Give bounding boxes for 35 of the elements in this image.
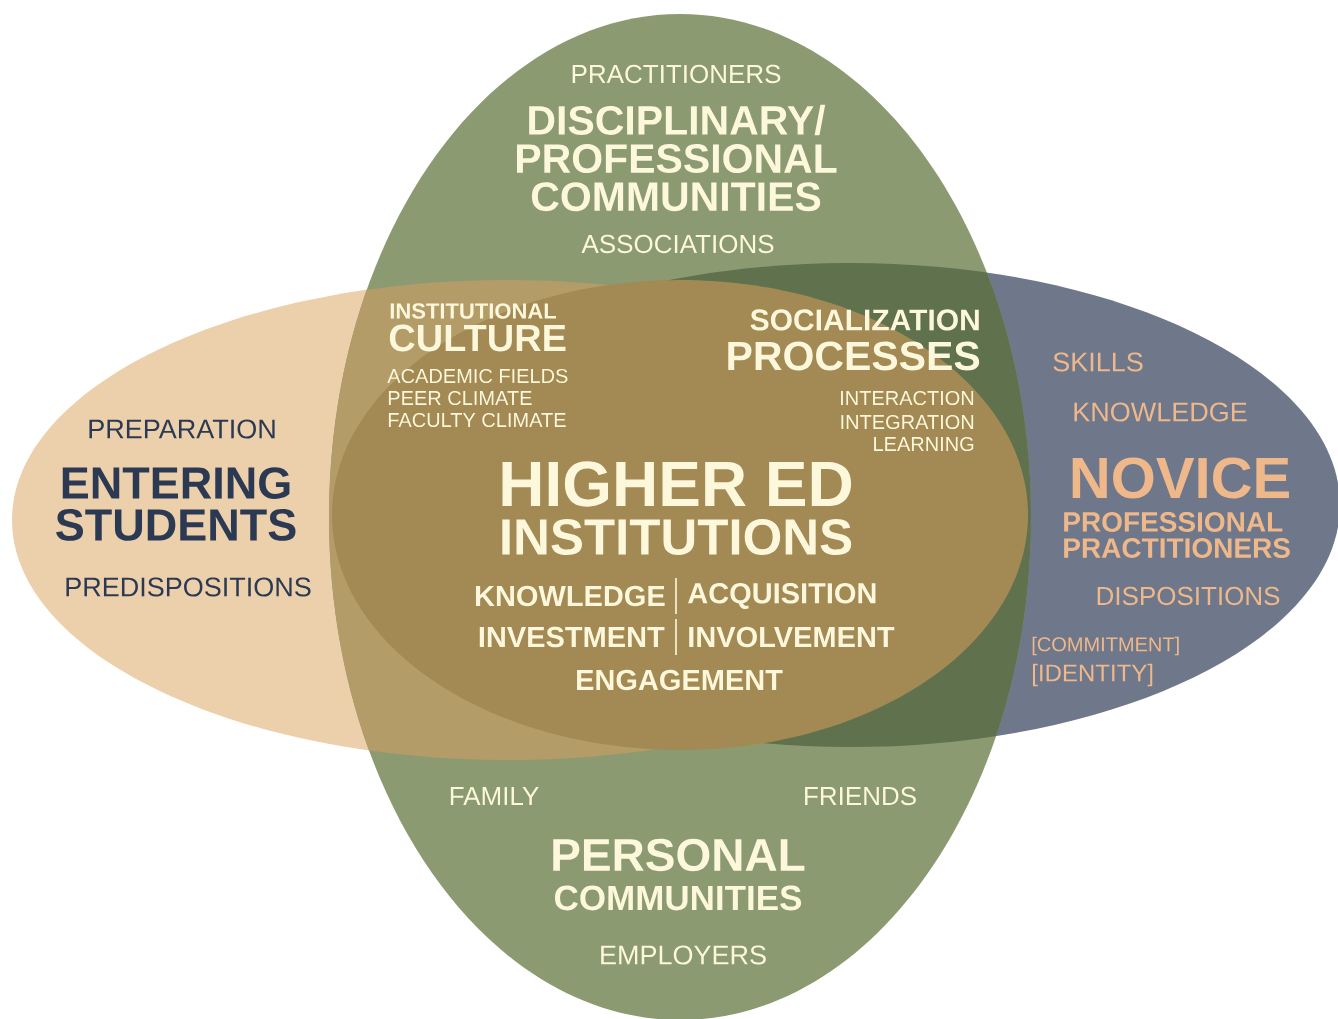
region-term: FAMILY <box>450 787 539 805</box>
region-term: PREDISPOSITIONS <box>66 577 311 597</box>
region-title: CULTURE <box>389 324 566 352</box>
region-title: HIGHER ED <box>502 461 852 507</box>
region-title: ENGAGEMENT <box>577 669 783 691</box>
region-title: INVESTMENT <box>479 626 665 648</box>
region-title: KNOWLEDGE <box>475 585 665 607</box>
region-term: DISPOSITIONS <box>1097 586 1280 606</box>
region-term: PEER CLIMATE <box>388 390 532 406</box>
region-title: INSTITUTIONAL <box>390 303 557 319</box>
region-title: ENTERING STUDENTS <box>56 467 296 541</box>
region-title: PROFESSIONAL PRACTITIONERS <box>1064 512 1290 558</box>
region-title: COMMUNITIES <box>555 885 802 911</box>
region-term: EMPLOYERS <box>601 945 766 965</box>
region-term: FRIENDS <box>805 786 916 806</box>
region-title: NOVICE <box>1072 457 1289 499</box>
region-term: LEARNING <box>874 436 974 452</box>
region-title: DISCIPLINARY/ PROFESSIONAL COMMUNITIES <box>517 104 837 212</box>
region-term: PRACTITIONERS <box>572 64 781 84</box>
region-title: ACQUISITION <box>688 583 876 609</box>
region-title: SOCIALIZATION <box>750 309 979 331</box>
region-term: PREPARATION <box>89 419 275 439</box>
region-term: [IDENTITY] <box>1033 663 1153 687</box>
region-title: INVOLVEMENT <box>689 626 895 648</box>
region-title: PROCESSES <box>728 341 980 371</box>
region-title: INSTITUTIONS <box>502 518 852 556</box>
region-term: ASSOCIATIONS <box>581 234 774 254</box>
region-term: FACULTY CLIMATE <box>388 412 566 428</box>
region-term: KNOWLEDGE <box>1074 402 1247 422</box>
region-term: INTERACTION <box>841 390 974 406</box>
region-title: PERSONAL <box>553 838 805 872</box>
region-term: INTEGRATION <box>841 414 974 430</box>
region-term: ACADEMIC FIELDS <box>387 368 568 384</box>
region-term: [COMMITMENT] <box>1032 636 1179 656</box>
region-term: SKILLS <box>1053 352 1143 372</box>
